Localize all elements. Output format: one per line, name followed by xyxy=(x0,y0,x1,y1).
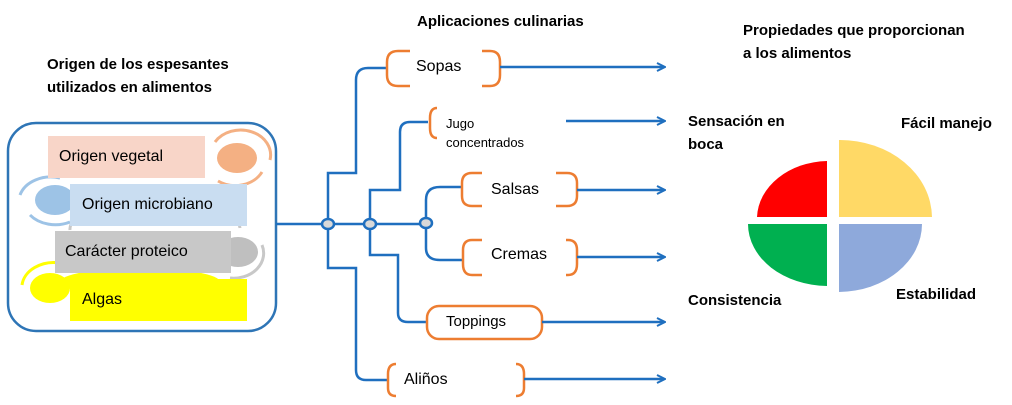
properties-heading-line-2: a los alimentos xyxy=(743,45,852,62)
cremas-bracket-right xyxy=(566,238,579,277)
properties-heading: Propiedades que proporcionan a los alime… xyxy=(743,19,965,65)
origin-heading-line-2: utilizados en alimentos xyxy=(47,79,213,96)
origin-vegetal-label: Origen vegetal xyxy=(59,148,164,165)
quadrant-sensacion xyxy=(757,161,827,217)
property-consistencia-label: Consistencia xyxy=(688,292,782,309)
quadrant-consistencia xyxy=(747,224,827,286)
junction-node xyxy=(362,217,378,231)
cremas-bracket-left xyxy=(461,238,482,277)
sopas-bracket-right xyxy=(482,49,502,88)
origin-heading: Origen de los espesantes utilizados en a… xyxy=(47,53,229,99)
branch-jugo xyxy=(368,120,428,224)
applications-heading: Aplicaciones culinarias xyxy=(417,13,584,30)
branch-toppings xyxy=(368,224,428,324)
branch-salsas xyxy=(424,185,462,224)
alinos-bracket-left xyxy=(386,362,397,398)
property-sensacion-label: Sensación en boca xyxy=(688,110,785,156)
property-sensacion-line-1: Sensación en xyxy=(688,113,785,130)
junction-node xyxy=(320,217,336,231)
application-jugo-line-2: concentrados xyxy=(446,135,525,150)
branch-alinos xyxy=(326,224,388,382)
property-sensacion-line-2: boca xyxy=(688,136,724,153)
jugo-bracket-left xyxy=(428,106,438,140)
origin-microbiano-box xyxy=(70,184,247,226)
junction-node xyxy=(418,216,434,230)
properties-heading-line-1: Propiedades que proporcionan xyxy=(743,22,965,39)
application-jugo-line-1: Jugo xyxy=(446,116,475,131)
salsas-bracket-left xyxy=(460,171,482,208)
application-toppings: Toppings xyxy=(446,313,507,330)
property-facil-manejo-label: Fácil manejo xyxy=(901,115,992,132)
application-sopas: Sopas xyxy=(416,58,462,75)
origin-proteico-label: Carácter proteico xyxy=(65,243,188,260)
application-cremas: Cremas xyxy=(491,246,548,263)
alinos-bracket-right xyxy=(515,362,526,398)
property-estabilidad-label: Estabilidad xyxy=(896,286,977,303)
application-jugo-concentrados: Jugo concentrados xyxy=(446,114,524,152)
branch-sopas xyxy=(326,66,388,224)
application-salsas: Salsas xyxy=(491,181,540,198)
origin-microbiano-decoration xyxy=(18,175,75,227)
origin-algas-box xyxy=(70,279,247,321)
origin-proteico-box xyxy=(55,231,231,273)
branch-cremas xyxy=(424,224,462,262)
quadrant-estabilidad xyxy=(839,224,922,292)
origin-algas-label: Algas xyxy=(82,291,123,308)
salsas-bracket-right xyxy=(556,171,579,208)
origin-microbiano-label: Origen microbiano xyxy=(82,196,213,213)
origin-vegetal-box xyxy=(48,136,205,178)
sopas-bracket-left xyxy=(385,49,410,88)
origin-heading-line-1: Origen de los espesantes xyxy=(47,56,229,73)
quadrant-facil-manejo xyxy=(839,139,932,217)
application-alinos: Aliños xyxy=(404,371,448,388)
